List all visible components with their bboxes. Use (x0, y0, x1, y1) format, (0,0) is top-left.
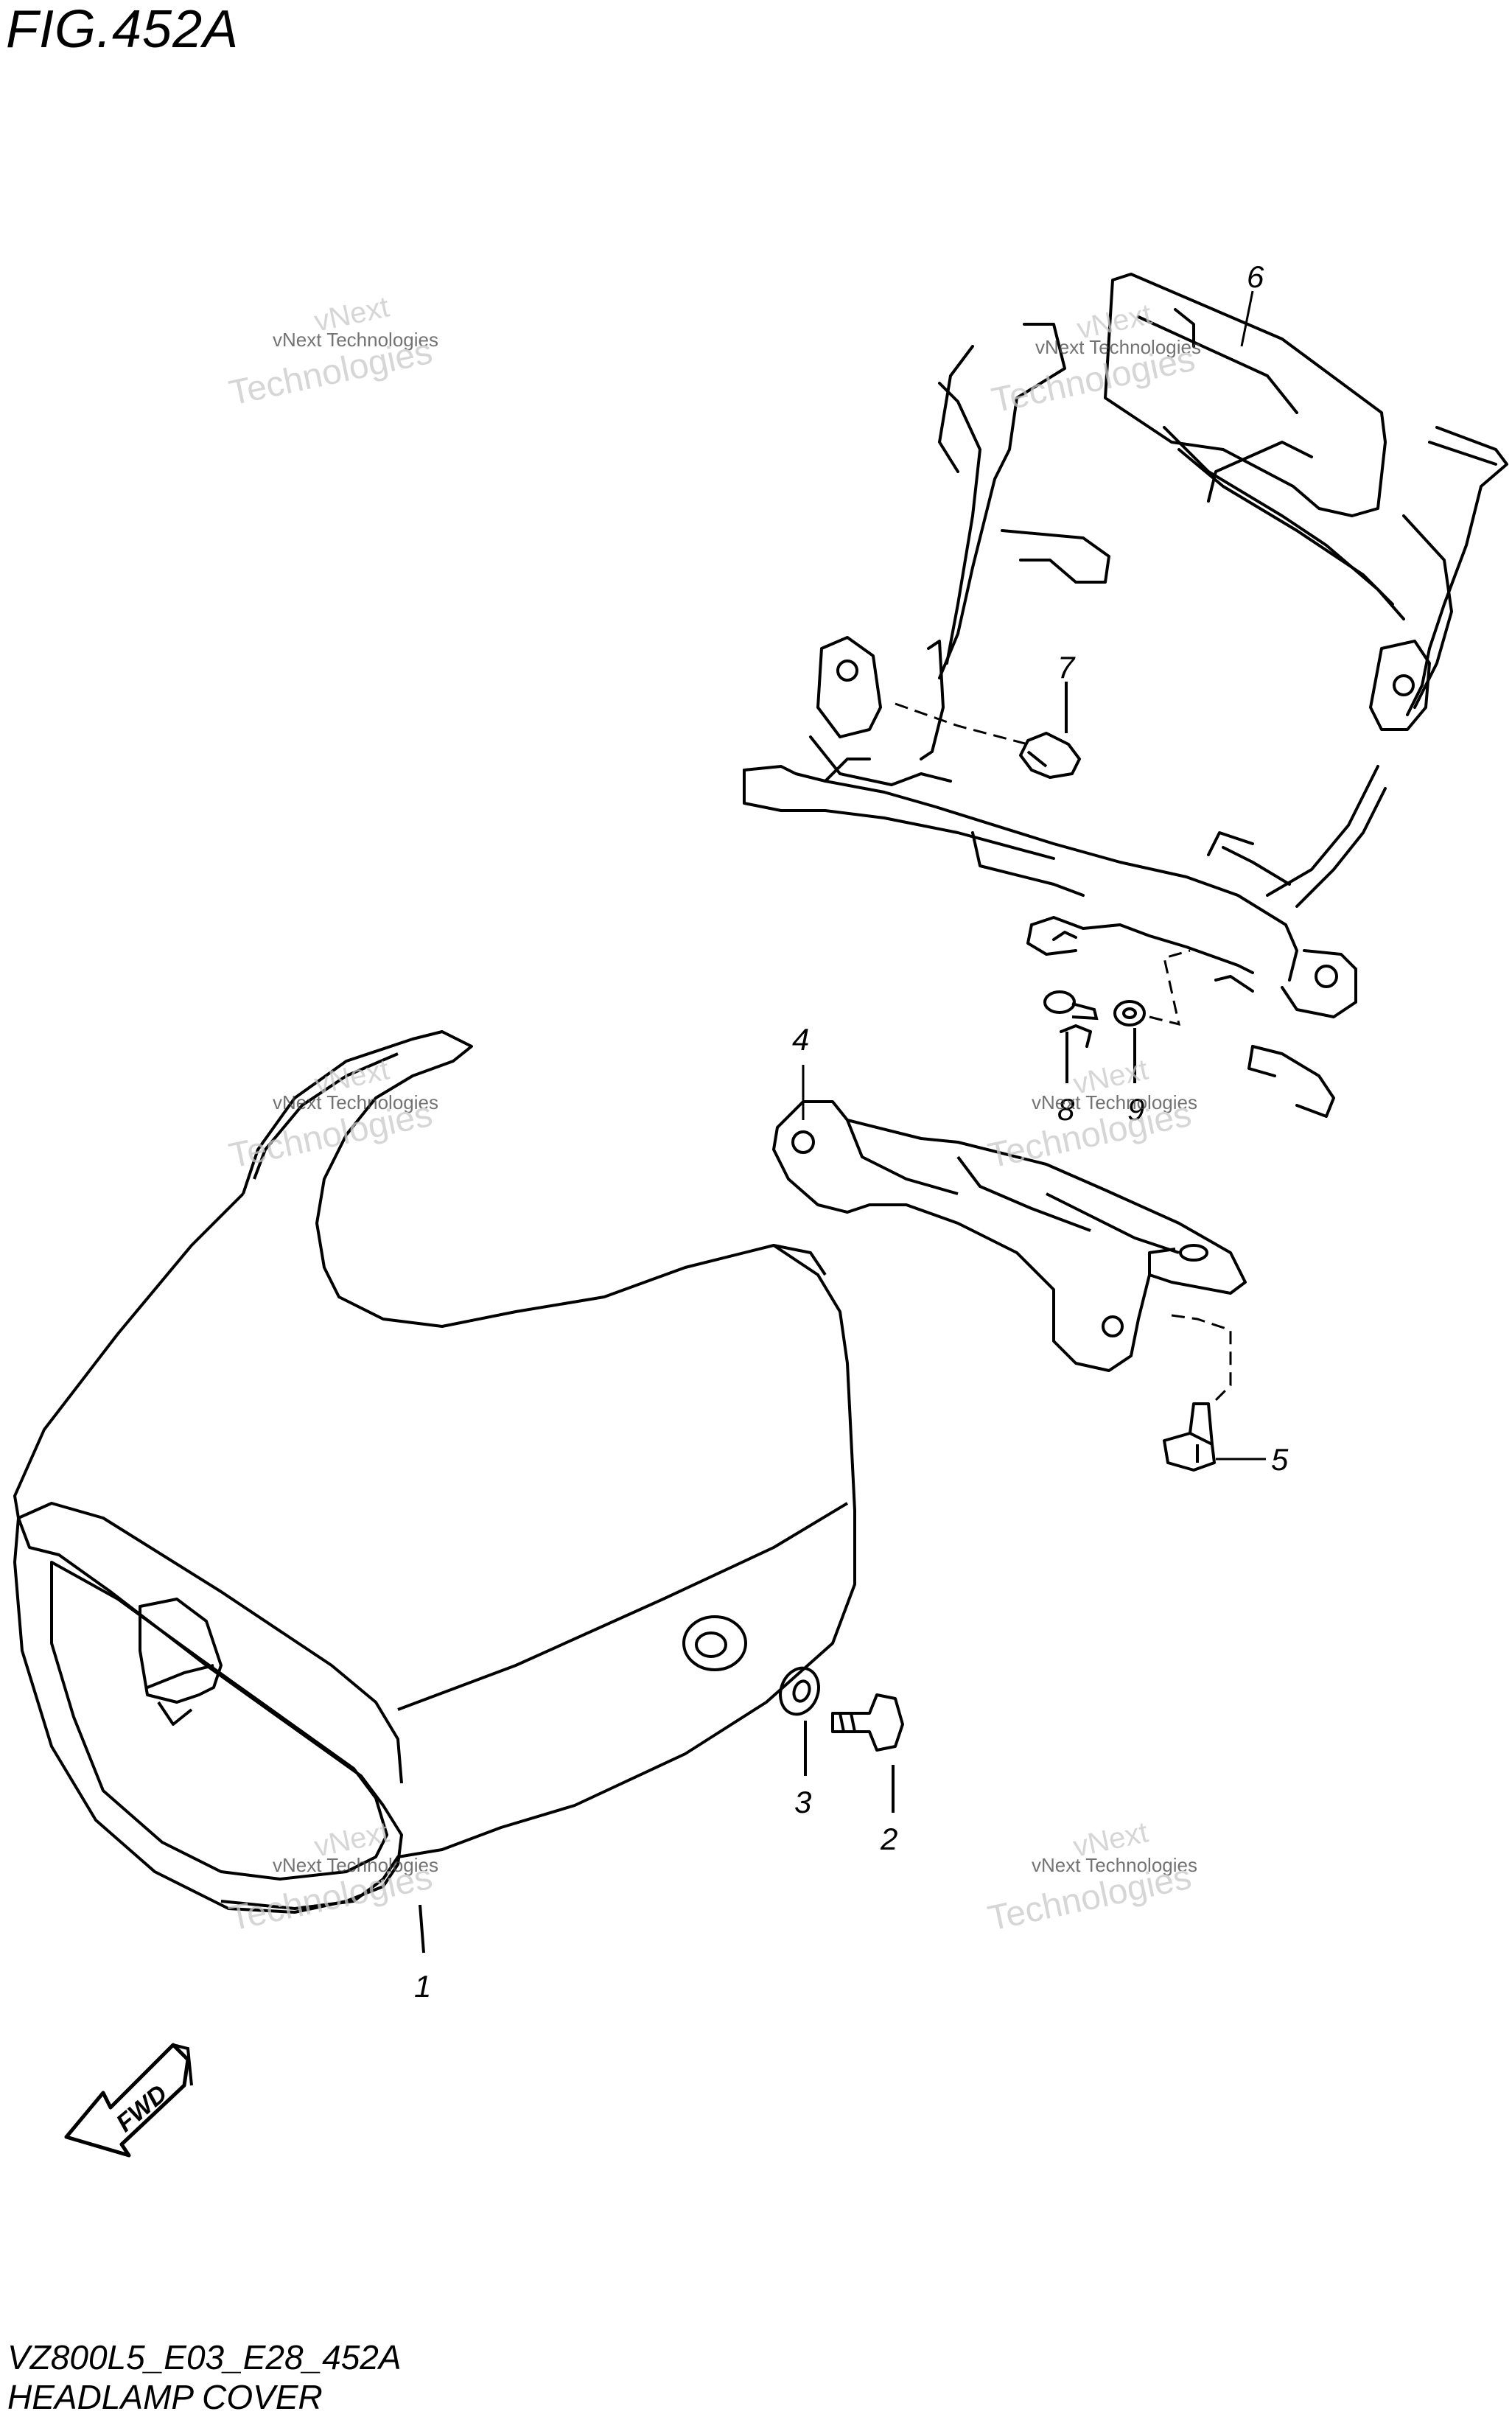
callout-1: 1 (414, 1969, 431, 2004)
nut-part-9 (1113, 1000, 1146, 1083)
callout-2: 2 (880, 1822, 897, 1856)
washer-part-3 (779, 1666, 820, 1776)
svg-text:vNext Technologies: vNext Technologies (1035, 336, 1201, 358)
watermark: vNext Technologies vNext Technologies (225, 1054, 438, 1176)
svg-text:vNext Technologies: vNext Technologies (1032, 1091, 1197, 1113)
screw-part-2 (831, 1693, 904, 1813)
leader-lines (802, 290, 1254, 1120)
leader-dash-7 (895, 702, 1029, 746)
callout-6: 6 (1247, 259, 1264, 294)
figure-name: HEADLAMP COVER (7, 2378, 323, 2416)
callout-7: 7 (1057, 650, 1076, 685)
callout-8: 8 (1057, 1092, 1075, 1127)
headlamp-cover-part-1 (13, 1030, 856, 1953)
watermarks: vNext Technologies vNext Technologies vN… (225, 291, 1201, 1939)
watermark: vNext Technologies vNext Technologies (988, 298, 1201, 421)
callout-3: 3 (794, 1785, 811, 1819)
svg-text:vNext Technologies: vNext Technologies (273, 1091, 438, 1113)
callout-5: 5 (1271, 1442, 1289, 1477)
figure-title: FIG.452A (6, 0, 239, 59)
leader-6 (1240, 290, 1254, 347)
bolt-part-5 (1163, 1402, 1216, 1472)
watermark: vNext Technologies vNext Technologies (984, 1054, 1197, 1176)
watermark: vNext Technologies vNext Technologies (225, 291, 438, 413)
callout-9: 9 (1127, 1092, 1144, 1127)
callout-numbers: 1 2 3 4 5 6 7 8 9 (414, 259, 1289, 2004)
svg-text:vNext Technologies: vNext Technologies (273, 1854, 438, 1876)
screw-part-8 (1043, 990, 1099, 1083)
stay-part-4 (772, 1100, 1247, 1372)
clip-part-7 (1019, 682, 1081, 779)
leader-dash-5 (1171, 1314, 1232, 1405)
fwd-arrow-icon: FWD (64, 2043, 193, 2158)
figure-code: VZ800L5_E03_E28_452A (7, 2338, 402, 2376)
svg-text:vNext Technologies: vNext Technologies (273, 329, 438, 351)
watermark: vNext Technologies vNext Technologies (984, 1816, 1197, 1939)
headlamp-bracket-part-6 (743, 273, 1508, 1118)
callout-4: 4 (792, 1022, 809, 1057)
leader-dash-9 (1149, 949, 1191, 1026)
svg-text:vNext Technologies: vNext Technologies (1032, 1854, 1197, 1876)
